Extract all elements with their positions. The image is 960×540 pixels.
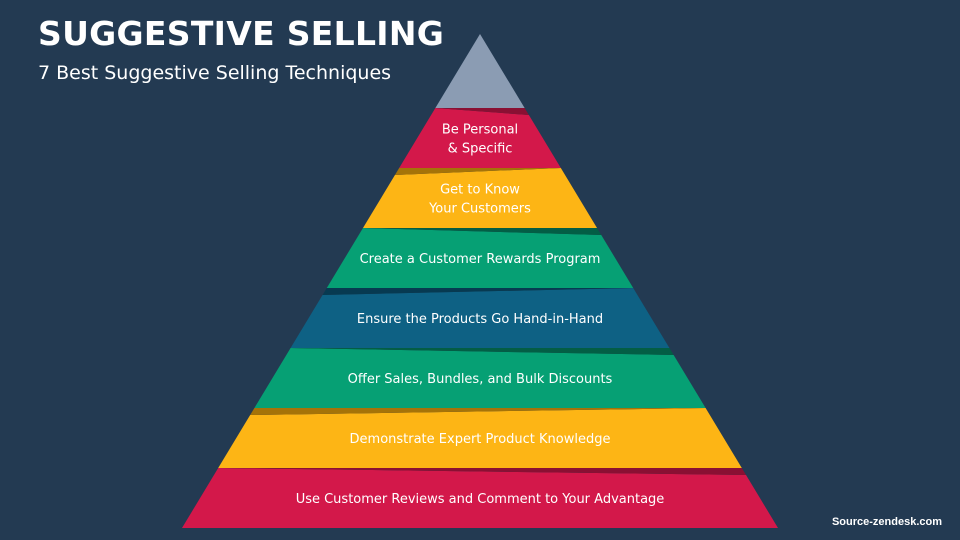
pyramid-layer-label: & Specific <box>448 142 513 157</box>
pyramid-layer-7 <box>182 468 778 528</box>
pyramid-layer-fold <box>362 228 602 235</box>
pyramid-layer-fold <box>322 288 634 295</box>
pyramid-layer-label: Demonstrate Expert Product Knowledge <box>350 432 611 447</box>
pyramid-layer-label: Get to Know <box>440 183 520 198</box>
pyramid-layer-label: Use Customer Reviews and Comment to Your… <box>296 492 665 507</box>
page-title: SUGGESTIVE SELLING <box>38 14 445 53</box>
pyramid-layer-label: Be Personal <box>442 123 518 138</box>
source-credit: Source-zendesk.com <box>831 516 942 528</box>
pyramid-layer-label: Your Customers <box>428 202 531 217</box>
pyramid-layer-6 <box>218 408 742 468</box>
pyramid-layer-3 <box>326 228 634 288</box>
pyramid-layer-label: Ensure the Products Go Hand-in-Hand <box>357 312 603 327</box>
pyramid-layer-fold <box>435 108 529 115</box>
pyramid-apex <box>435 34 525 108</box>
pyramid-layer-fold <box>394 168 561 175</box>
pyramid-layer-label: Offer Sales, Bundles, and Bulk Discounts <box>348 372 613 387</box>
pyramid-layer-4 <box>290 288 670 348</box>
pyramid-layer-fold <box>290 348 674 355</box>
pyramid-layer-fold <box>250 408 706 415</box>
pyramid-layer-1 <box>399 108 561 168</box>
page-subtitle: 7 Best Suggestive Selling Techniques <box>38 62 392 84</box>
pyramid-layer-2 <box>362 168 598 228</box>
pyramid-layer-label: Create a Customer Rewards Program <box>360 252 601 267</box>
pyramid-layer-fold <box>218 468 747 475</box>
pyramid-layer-5 <box>254 348 706 408</box>
